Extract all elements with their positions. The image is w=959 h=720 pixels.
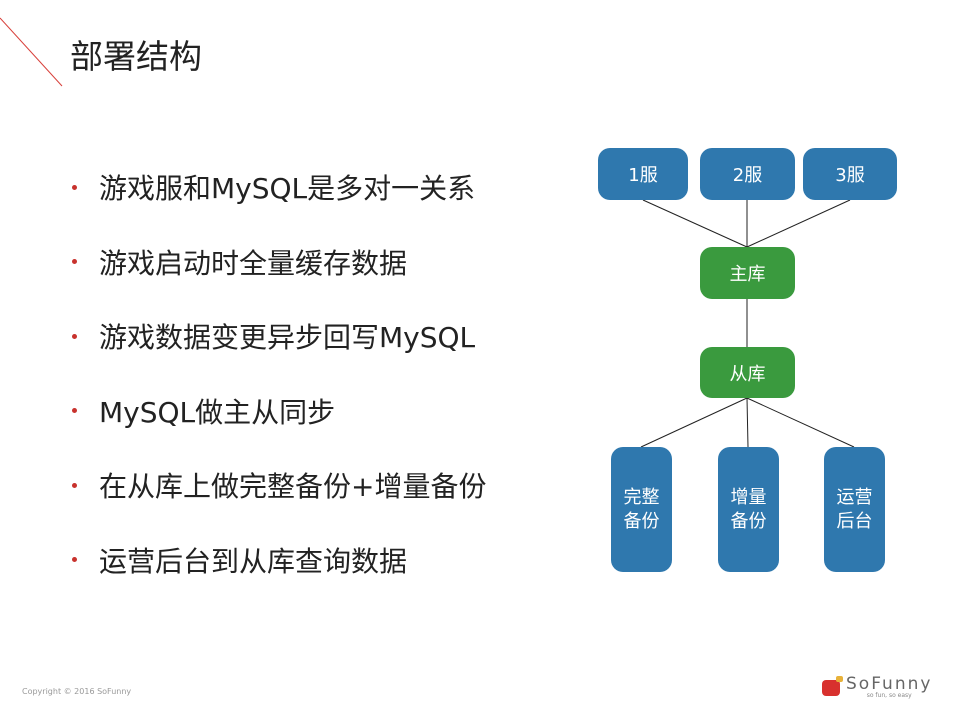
- server-node-1: 1服: [598, 148, 688, 200]
- bullet-dot-icon: [72, 557, 77, 563]
- connector-4: [640, 397, 748, 448]
- slave-db-node: 从库: [700, 347, 795, 398]
- bullet-item: 运营后台到从库查询数据: [72, 523, 486, 598]
- bullet-dot-icon: [72, 333, 77, 339]
- bullet-item: 游戏服和MySQL是多对一关系: [72, 150, 486, 225]
- bullet-dot-icon: [72, 408, 77, 414]
- bullet-item: 游戏数据变更异步回写MySQL: [72, 299, 486, 374]
- decorative-red-line: [0, 17, 63, 87]
- bullet-item: 游戏启动时全量缓存数据: [72, 225, 486, 300]
- incremental-backup-node: 增量备份: [718, 447, 779, 572]
- bullet-list: 游戏服和MySQL是多对一关系 游戏启动时全量缓存数据 游戏数据变更异步回写My…: [72, 150, 486, 597]
- ops-backend-node: 运营后台: [824, 447, 885, 572]
- bullet-item: 在从库上做完整备份+增量备份: [72, 448, 486, 523]
- server-node-3: 3服: [803, 148, 897, 200]
- logo-mascot-icon: [822, 675, 843, 696]
- connector-6: [746, 397, 855, 448]
- full-backup-node: 完整备份: [611, 447, 672, 572]
- page-title: 部署结构: [70, 37, 202, 76]
- server-node-2: 2服: [700, 148, 795, 200]
- connector-3: [746, 199, 851, 248]
- sofunny-logo: SoFunny so fun, so easy: [822, 675, 932, 699]
- connector-1: [642, 199, 748, 248]
- bullet-dot-icon: [72, 482, 77, 488]
- bullet-dot-icon: [72, 259, 77, 265]
- connector-5: [746, 397, 749, 448]
- bullet-item: MySQL做主从同步: [72, 374, 486, 449]
- bullet-dot-icon: [72, 184, 77, 190]
- master-db-node: 主库: [700, 247, 795, 299]
- copyright-text: Copyright © 2016 SoFunny: [22, 687, 132, 696]
